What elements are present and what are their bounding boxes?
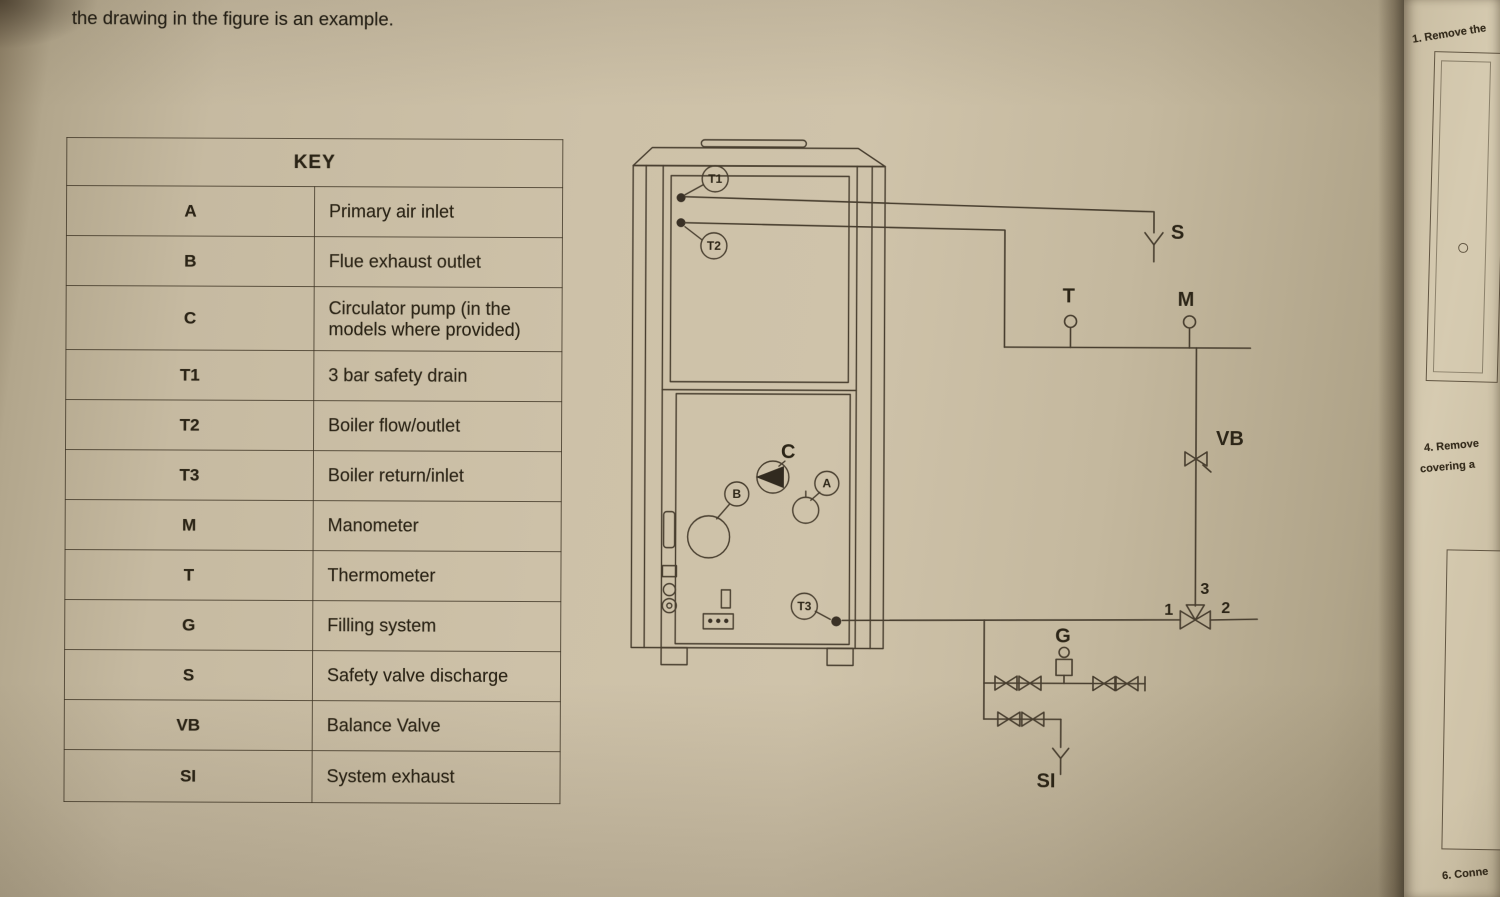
side-figure-bottom <box>1441 549 1500 851</box>
key-desc: Safety valve discharge <box>312 650 561 702</box>
key-code: G <box>64 599 313 651</box>
side-step-caption: 4. Remove <box>1423 437 1480 455</box>
label-b: B <box>732 487 741 501</box>
key-code: B <box>66 235 315 287</box>
pipe-labels: S T M VB G SI 1 2 3 <box>1037 222 1244 793</box>
key-code: SI <box>63 749 313 803</box>
key-desc: System exhaust <box>311 750 561 804</box>
key-code: C <box>65 285 315 351</box>
note-text: the drawing in the figure is an example. <box>71 7 394 30</box>
key-code: T1 <box>65 349 314 401</box>
boiler-label-badges: T1 T2 B A T3 C <box>700 165 840 620</box>
label-g: G <box>1055 625 1071 647</box>
side-step-caption: 6. Conne <box>1441 865 1489 883</box>
key-desc: Balance Valve <box>312 700 561 752</box>
key-code: T3 <box>65 449 314 501</box>
boiler-body <box>630 139 886 667</box>
label-t1: T1 <box>708 172 722 186</box>
label-t: T <box>1063 285 1075 307</box>
key-desc: 3 bar safety drain <box>313 350 562 402</box>
circulator-pump-symbol <box>755 460 790 494</box>
safety-discharge-symbol <box>1144 231 1164 246</box>
boiler-front-details <box>661 490 820 630</box>
label-vb: VB <box>1216 428 1244 450</box>
key-desc: Circulator pump (in the models where pro… <box>313 286 563 352</box>
label-m: M <box>1178 289 1195 311</box>
key-desc: Flue exhaust outlet <box>314 236 563 288</box>
label-s: S <box>1171 222 1184 244</box>
key-desc: Filling system <box>312 600 561 652</box>
side-step-caption: 1. Remove the <box>1411 22 1488 46</box>
key-table-header-row: KEY <box>66 137 563 188</box>
side-figure-inner-panel <box>1432 60 1492 374</box>
thermometer-gauge-icon <box>1063 314 1078 329</box>
note-heading: NOTE: <box>70 0 135 4</box>
label-t2: T2 <box>707 239 721 253</box>
adjacent-page: 1. Remove the 4. Remove covering a 6. Co… <box>1404 0 1500 897</box>
label-c: C <box>781 441 796 463</box>
key-code: VB <box>64 699 313 751</box>
key-table-title: KEY <box>66 137 563 188</box>
key-code: T <box>64 549 314 601</box>
side-figure-top <box>1425 51 1500 383</box>
valve-port-3: 3 <box>1200 581 1209 598</box>
key-desc: Primary air inlet <box>314 186 563 238</box>
key-code: S <box>64 649 313 701</box>
manometer-gauge-icon <box>1182 315 1197 329</box>
system-exhaust-symbol <box>1051 747 1070 760</box>
valve-port-2: 2 <box>1221 600 1230 617</box>
key-desc: Thermometer <box>312 550 562 602</box>
piping-lines <box>684 195 1259 776</box>
key-desc: Manometer <box>313 500 562 552</box>
key-code: M <box>65 499 314 551</box>
three-way-valve-icon <box>1179 604 1212 630</box>
side-step-caption: covering a <box>1419 458 1476 476</box>
label-si: SI <box>1037 770 1056 792</box>
key-desc: Boiler return/inlet <box>313 450 562 502</box>
label-t3: T3 <box>797 599 811 613</box>
key-code: T2 <box>65 399 314 451</box>
key-desc: Boiler flow/outlet <box>313 400 562 452</box>
valve-port-1: 1 <box>1164 602 1173 619</box>
filling-unit-knob <box>1058 646 1070 659</box>
label-a: A <box>822 476 831 490</box>
key-code: A <box>66 185 315 237</box>
boiler-piping-diagram: T1 T2 B A T3 C S T M VB G SI 1 2 <box>630 139 1259 793</box>
connection-points <box>676 184 842 627</box>
filling-unit-body <box>1055 658 1073 677</box>
